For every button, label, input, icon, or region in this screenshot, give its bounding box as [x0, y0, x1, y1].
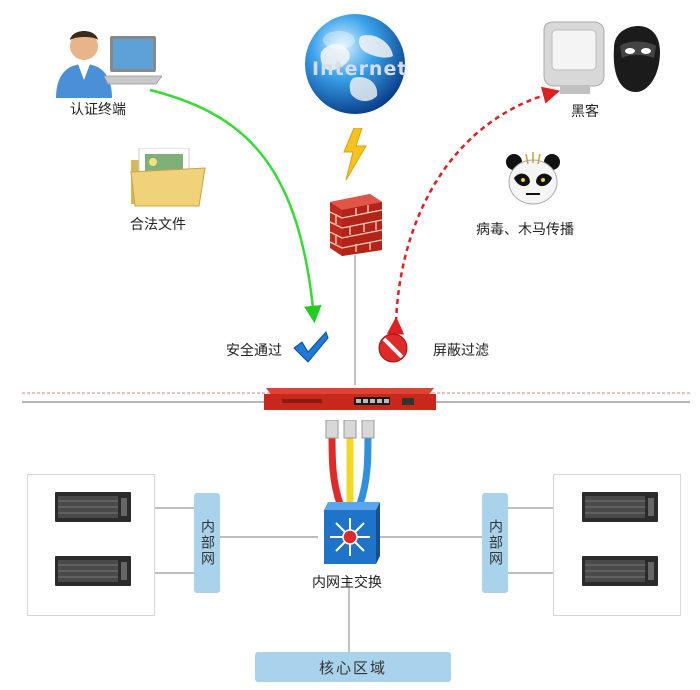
- user-terminal-icon: [56, 31, 162, 98]
- legal-file-label: 合法文件: [130, 217, 186, 233]
- server-icon: [582, 492, 658, 522]
- virus-label: 病毒、木马传播: [476, 222, 574, 238]
- server-icon: [55, 556, 131, 586]
- folder-icon: [130, 148, 206, 207]
- blocked-flow-arrow: [386, 86, 561, 335]
- right-internal-network-text: 内部网: [487, 519, 503, 567]
- allowed-flow-arrow: [149, 88, 322, 324]
- right-internal-network-label: 内部网: [482, 493, 508, 593]
- firewall-icon: [329, 194, 383, 256]
- virus-panda-icon: [506, 152, 560, 205]
- internet-globe-icon: [305, 14, 405, 114]
- hacker-icon: [543, 21, 660, 94]
- core-switch-icon: [324, 502, 380, 564]
- core-zone-label: 核心区域: [255, 652, 451, 682]
- block-filter-label: 屏蔽过滤: [433, 343, 489, 359]
- server-icon: [55, 492, 131, 522]
- security-appliance-icon: [264, 388, 436, 410]
- left-internal-network-text: 内部网: [199, 519, 215, 567]
- block-icon: [378, 333, 408, 363]
- server-icon: [582, 556, 658, 586]
- safe-pass-label: 安全通过: [226, 343, 282, 359]
- patch-cables-icon: [325, 420, 375, 506]
- user-terminal-label: 认证终端: [70, 102, 126, 118]
- checkmark-icon: [293, 331, 329, 363]
- internet-label: Internet: [312, 58, 408, 80]
- hacker-label: 黑客: [571, 104, 599, 120]
- left-internal-network-label: 内部网: [194, 493, 220, 593]
- lightning-icon: [343, 128, 367, 180]
- core-switch-label: 内网主交换: [312, 575, 382, 591]
